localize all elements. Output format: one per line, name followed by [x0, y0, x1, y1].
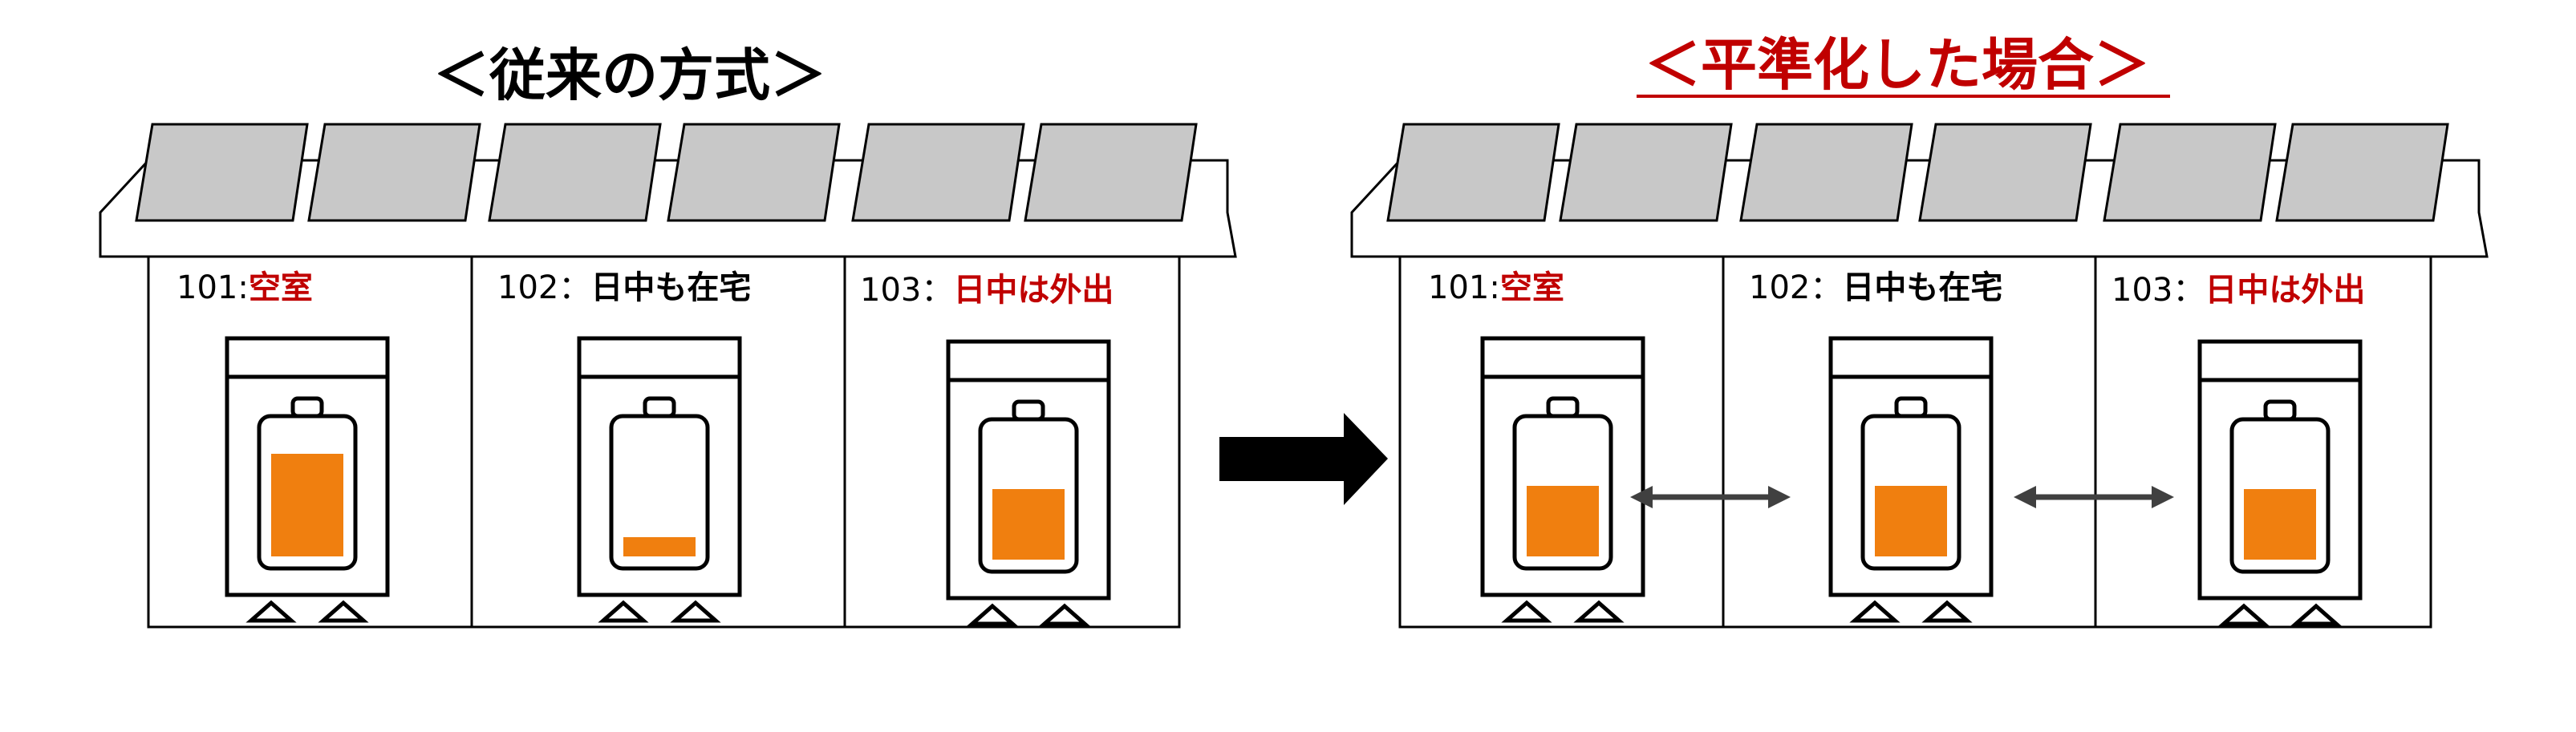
cabinet-foot — [1573, 600, 1625, 623]
battery-unit — [577, 336, 742, 623]
solar-panel-icon — [1024, 123, 1198, 222]
battery-unit — [1480, 336, 1645, 623]
cabinet-foot — [670, 600, 721, 623]
cabinet-foot — [1921, 600, 1973, 623]
left-roof — [99, 123, 1237, 258]
battery-charge-fill — [992, 489, 1065, 560]
cabinet-foot — [1849, 600, 1901, 623]
solar-panel-icon — [135, 123, 309, 222]
battery-icon — [1860, 396, 1961, 571]
room-label: 103：日中は外出 — [860, 272, 1114, 309]
battery-icon — [978, 399, 1079, 574]
right-solar-panels — [1386, 123, 2449, 222]
solar-panel-icon — [851, 123, 1025, 222]
room-label: 101:空室 — [176, 269, 313, 306]
cabinet-foot — [318, 600, 369, 623]
battery-terminal — [290, 396, 324, 419]
solar-panel-icon — [488, 123, 662, 222]
left-title: ＜従来の方式＞ — [433, 42, 826, 108]
battery-terminal — [1546, 396, 1580, 419]
solar-panel-icon — [1559, 123, 1733, 222]
battery-terminal — [643, 396, 676, 419]
battery-terminal — [1012, 399, 1045, 422]
cabinet-foot — [245, 600, 297, 623]
battery-unit — [1828, 336, 1994, 623]
battery-terminal — [2263, 399, 2297, 422]
cabinet-foot — [967, 603, 1018, 626]
solar-panel-icon — [1739, 123, 1913, 222]
solar-panel-icon — [2103, 123, 2277, 222]
battery-icon — [257, 396, 358, 571]
right-roof — [1350, 123, 2489, 258]
battery-unit — [225, 336, 390, 623]
right-title: ＜平準化した場合＞ — [1645, 32, 2150, 98]
battery-charge-fill — [271, 454, 343, 556]
battery-icon — [1512, 396, 1613, 571]
battery-charge-fill — [1527, 486, 1599, 556]
double-arrow-icon — [1630, 486, 1791, 508]
double-arrow-icon — [2014, 486, 2174, 508]
battery-body — [609, 414, 710, 571]
battery-charge-fill — [1875, 486, 1947, 556]
solar-panel-icon — [1918, 123, 2092, 222]
room-label: 102：日中も在宅 — [1749, 269, 2002, 306]
battery-icon — [609, 396, 710, 571]
room-label: 101:空室 — [1428, 269, 1564, 306]
right-arrow-icon — [1219, 413, 1388, 505]
room-label: 102：日中も在宅 — [497, 269, 751, 306]
cabinet-foot — [1501, 600, 1552, 623]
cabinet-foot — [1039, 603, 1090, 626]
cabinet-foot — [2218, 603, 2270, 626]
battery-terminal — [1894, 396, 1928, 419]
cabinet-foot — [2290, 603, 2342, 626]
room-label: 103：日中は外出 — [2112, 272, 2365, 309]
battery-unit — [946, 339, 1111, 626]
battery-charge-fill — [2244, 489, 2316, 560]
solar-panel-icon — [667, 123, 841, 222]
left-solar-panels — [135, 123, 1198, 222]
solar-panel-icon — [1386, 123, 1560, 222]
left-building: 101:空室 102：日中も在宅 103：日中は外出 — [99, 123, 1237, 629]
cabinet-foot — [598, 600, 649, 623]
battery-charge-fill — [623, 537, 696, 556]
battery-unit — [2197, 339, 2363, 626]
solar-panel-icon — [307, 123, 481, 222]
solar-panel-icon — [2275, 123, 2449, 222]
battery-icon — [2229, 399, 2331, 574]
right-building: 101:空室 102：日中も在宅 103：日中は外出 — [1350, 123, 2489, 629]
